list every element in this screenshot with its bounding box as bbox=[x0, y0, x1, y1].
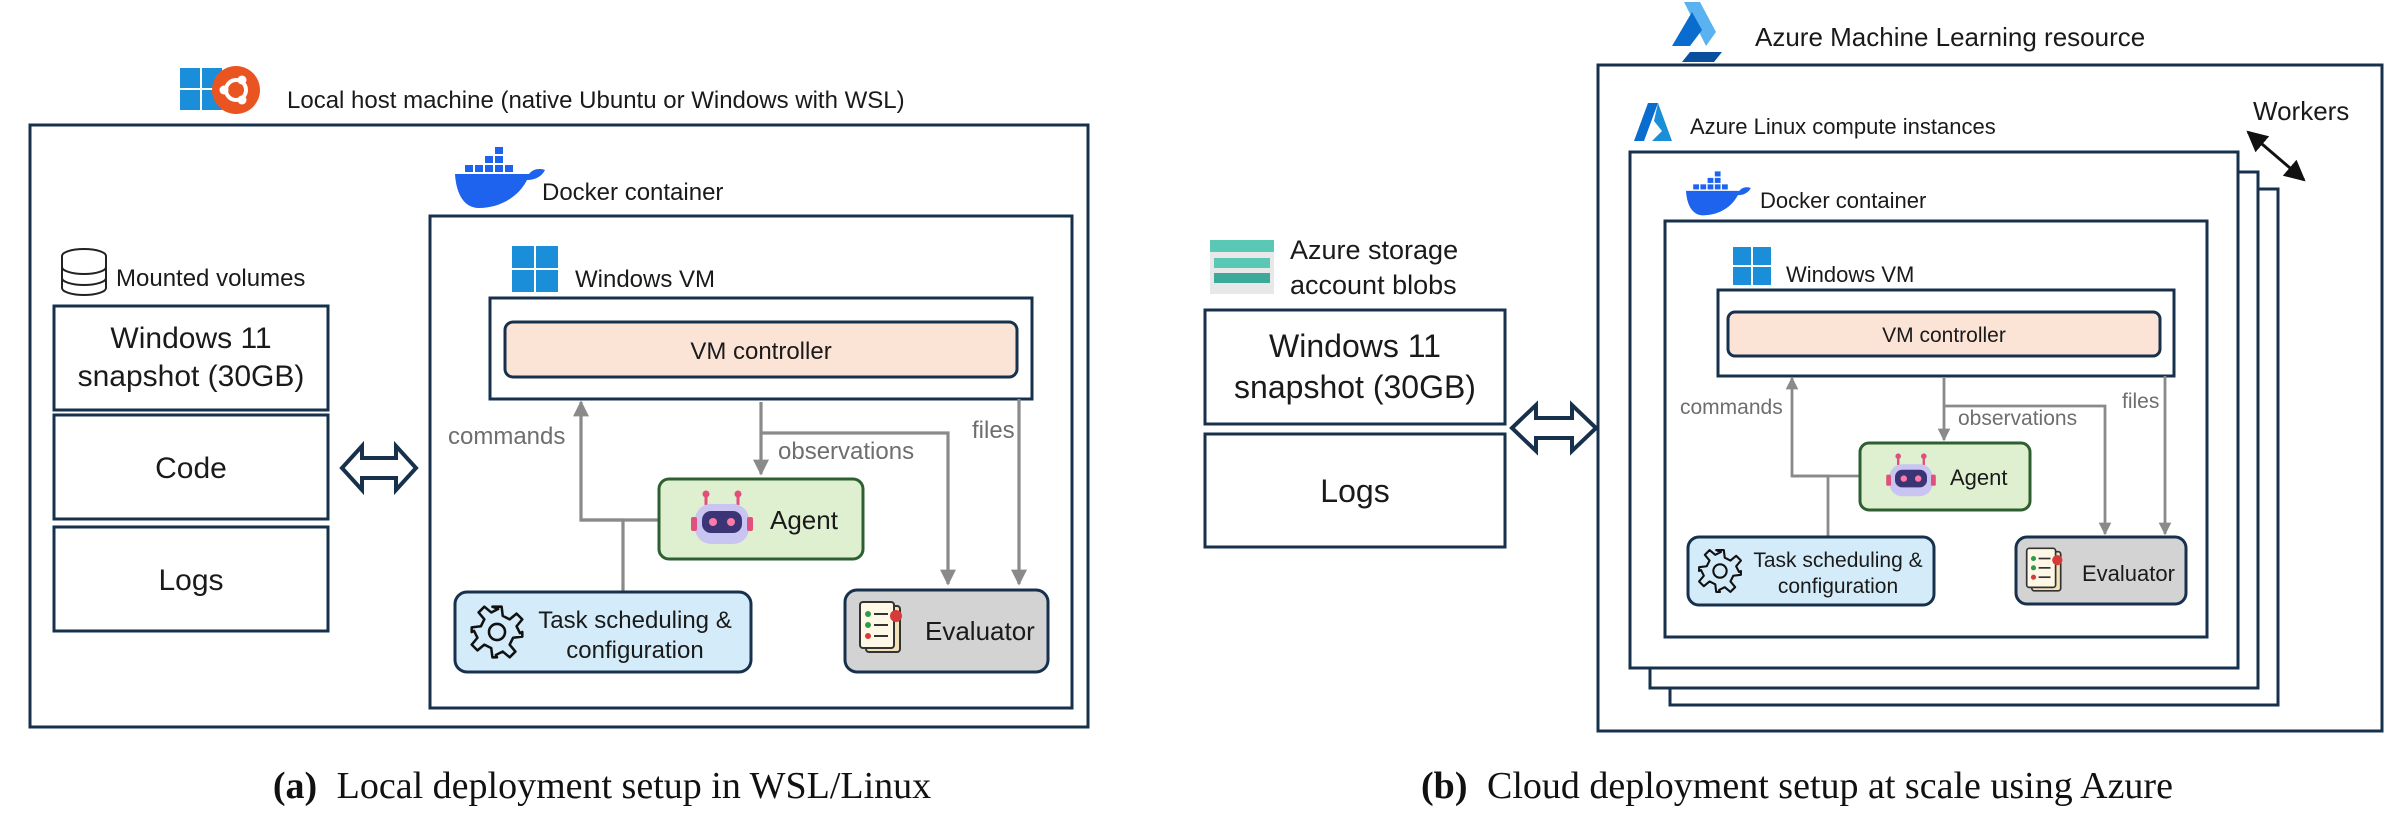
task-scheduling-line2-b: configuration bbox=[1778, 575, 1898, 598]
docker-container-box bbox=[428, 214, 1074, 710]
evaluator-label-b: Evaluator bbox=[2082, 561, 2175, 586]
docker-container-label: Docker container bbox=[542, 179, 723, 206]
snapshot-volume-box bbox=[52, 304, 330, 412]
windows-vm-icon bbox=[512, 246, 558, 292]
agent-label-b: Agent bbox=[1950, 465, 2008, 490]
storage-label-line2: account blobs bbox=[1290, 270, 1457, 300]
task-scheduling-line1: Task scheduling & bbox=[538, 607, 731, 634]
windows-vm-label-b: Windows VM bbox=[1786, 262, 1914, 287]
snapshot-blob-line1: Windows 11 bbox=[1269, 328, 1441, 364]
caption-a: (a) Local deployment setup in WSL/Linux bbox=[273, 765, 931, 807]
logs-blob-box bbox=[1203, 432, 1507, 549]
files-label-b: files bbox=[2122, 390, 2159, 413]
docker-container-box-b bbox=[1663, 219, 2209, 639]
panel-a-arrows bbox=[573, 399, 1027, 592]
storage-double-arrow bbox=[1509, 400, 1599, 456]
ubuntu-logo-icon bbox=[212, 66, 260, 114]
host-machine-label: Local host machine (native Ubuntu or Win… bbox=[287, 87, 905, 114]
storage-icon bbox=[1210, 240, 1274, 294]
panel-b-arrows bbox=[1785, 376, 2172, 536]
panel-b: Azure Machine Learning resource Azure st… bbox=[1203, 2, 2384, 807]
azure-logo-icon bbox=[1634, 103, 1672, 141]
robot-icon bbox=[691, 490, 753, 544]
docker-icon-b bbox=[1686, 171, 1751, 216]
code-volume-label: Code bbox=[155, 452, 227, 485]
windows-vm-label: Windows VM bbox=[575, 266, 715, 293]
logs-blob-label: Logs bbox=[1320, 473, 1389, 509]
caption-b-text: Cloud deployment setup at scale using Az… bbox=[1487, 765, 2173, 807]
observations-label-b: observations bbox=[1958, 407, 2077, 430]
vm-controller-label-b: VM controller bbox=[1882, 324, 2006, 347]
azure-ml-label: Azure Machine Learning resource bbox=[1755, 22, 2145, 52]
docker-icon bbox=[455, 147, 545, 208]
logs-volume-box bbox=[52, 525, 330, 633]
caption-b-letter: (b) bbox=[1421, 765, 1467, 807]
compute-instances-label: Azure Linux compute instances bbox=[1690, 114, 1996, 139]
task-scheduling-line2: configuration bbox=[566, 637, 703, 664]
caption-a-text: Local deployment setup in WSL/Linux bbox=[337, 765, 932, 807]
vm-controller-box-b bbox=[1726, 310, 2162, 358]
files-label: files bbox=[972, 417, 1015, 444]
host-machine-box bbox=[28, 123, 1090, 729]
caption-b: (b) Cloud deployment setup at scale usin… bbox=[1421, 765, 2173, 807]
snapshot-blob-box bbox=[1203, 308, 1507, 426]
vm-controller-label: VM controller bbox=[690, 338, 831, 365]
docker-container-label-b: Docker container bbox=[1760, 188, 1926, 213]
evaluator-label: Evaluator bbox=[925, 616, 1035, 646]
workers-diagonal-arrow bbox=[2246, 130, 2306, 182]
volume-mount-double-arrow bbox=[339, 440, 419, 496]
commands-label: commands bbox=[448, 423, 565, 450]
windows-vm-box bbox=[488, 296, 1034, 401]
logs-volume-label: Logs bbox=[158, 564, 223, 597]
vm-controller-box bbox=[503, 320, 1019, 379]
azure-ml-box bbox=[1596, 63, 2384, 733]
snapshot-volume-line1: Windows 11 bbox=[110, 322, 271, 355]
task-scheduling-box bbox=[453, 590, 753, 674]
caption-a-letter: (a) bbox=[273, 765, 317, 807]
mounted-volumes-label: Mounted volumes bbox=[116, 265, 305, 292]
windows-vm-icon-b bbox=[1733, 247, 1771, 285]
observations-label: observations bbox=[778, 438, 914, 465]
task-scheduling-box-b bbox=[1686, 535, 1936, 607]
commands-label-b: commands bbox=[1680, 396, 1783, 419]
storage-label-line1: Azure storage bbox=[1290, 235, 1458, 265]
task-scheduling-line1-b: Task scheduling & bbox=[1753, 549, 1922, 572]
snapshot-volume-line2: snapshot (30GB) bbox=[78, 360, 305, 393]
code-volume-box bbox=[52, 413, 330, 521]
azure-ml-icon bbox=[1672, 2, 1722, 62]
agent-label: Agent bbox=[770, 505, 839, 535]
database-icon bbox=[61, 248, 107, 296]
panel-a: Local host machine (native Ubuntu or Win… bbox=[28, 66, 1090, 807]
workers-label: Workers bbox=[2253, 96, 2349, 126]
robot-icon-b bbox=[1886, 453, 1936, 497]
checklist-icon bbox=[859, 601, 902, 653]
checklist-icon-b bbox=[2025, 547, 2063, 592]
windows-vm-box-b bbox=[1716, 288, 2176, 378]
snapshot-blob-line2: snapshot (30GB) bbox=[1234, 369, 1476, 405]
